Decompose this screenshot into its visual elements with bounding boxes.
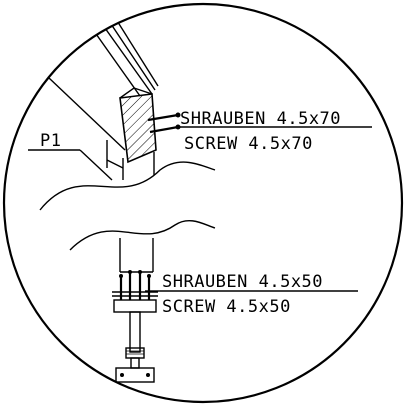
leader-lines — [28, 126, 372, 292]
beam-section — [119, 87, 157, 164]
post-p1 — [106, 140, 155, 273]
upper-screw-label-de: SHRAUBEN 4.5x70 — [180, 109, 341, 129]
post-anchor-screws — [112, 270, 158, 313]
upper-screws — [147, 112, 181, 134]
lower-screw-label-de: SHRAUBEN 4.5x50 — [162, 272, 323, 292]
break-lines — [39, 161, 216, 251]
upper-screw-label-en: SCREW 4.5x70 — [184, 134, 313, 154]
lower-screw-label-en: SCREW 4.5x50 — [162, 297, 291, 317]
part-label-p1: P1 — [40, 131, 61, 151]
post-base — [115, 311, 155, 383]
